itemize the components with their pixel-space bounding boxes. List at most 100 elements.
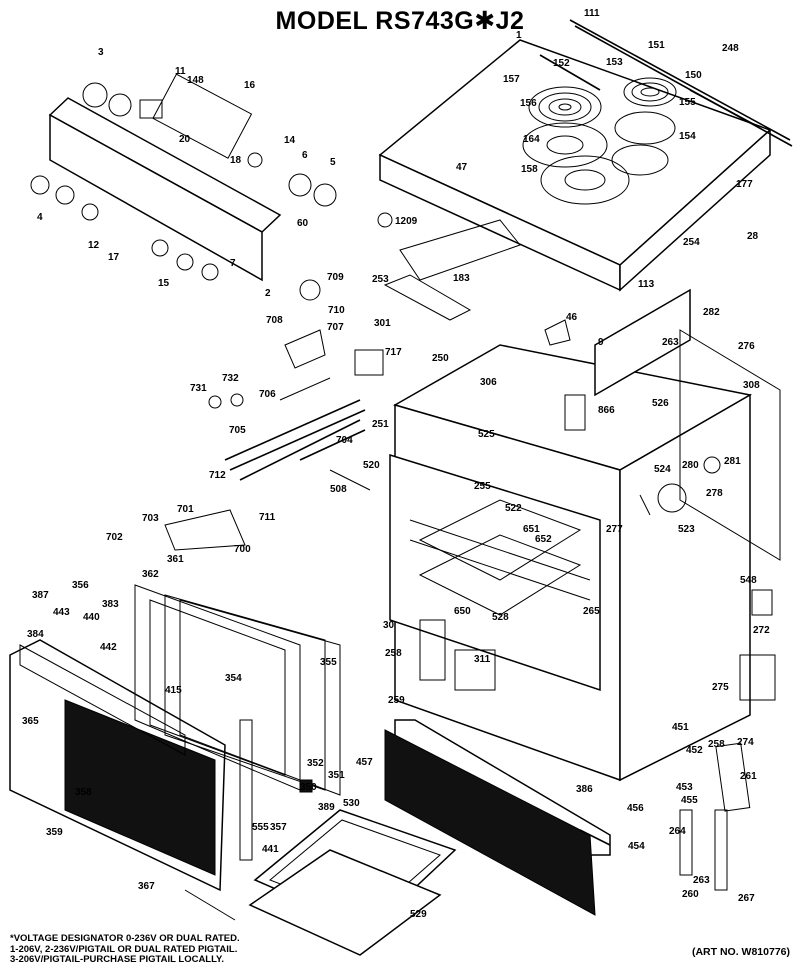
part-label: 350 bbox=[300, 782, 317, 793]
part-label: 306 bbox=[480, 377, 497, 388]
part-label: 150 bbox=[685, 70, 702, 81]
part-label: 259 bbox=[388, 695, 405, 706]
note-line: 1-206V, 2-236V/PIGTAIL OR DUAL RATED PIG… bbox=[10, 943, 238, 955]
part-label: 5 bbox=[330, 157, 336, 168]
part-label: 11 bbox=[175, 66, 186, 77]
part-label: 365 bbox=[22, 716, 39, 727]
part-label: 260 bbox=[682, 889, 699, 900]
part-label: 526 bbox=[652, 398, 669, 409]
part-label: 548 bbox=[740, 575, 757, 586]
part-label: 362 bbox=[142, 569, 159, 580]
part-label: 156 bbox=[520, 98, 537, 109]
part-label: 652 bbox=[535, 534, 552, 545]
part-label: 711 bbox=[259, 512, 276, 523]
part-label: 530 bbox=[343, 798, 360, 809]
part-label: 47 bbox=[456, 162, 468, 173]
part-label: 253 bbox=[372, 274, 389, 285]
part-label: 705 bbox=[229, 425, 246, 436]
part-label: 14 bbox=[284, 135, 296, 146]
part-label: 16 bbox=[244, 80, 256, 91]
part-label: 151 bbox=[648, 40, 665, 51]
part-label: 28 bbox=[747, 231, 759, 242]
part-label: 525 bbox=[478, 429, 495, 440]
part-label: 712 bbox=[209, 470, 226, 481]
misc-small-parts bbox=[184, 212, 728, 921]
part-label: 1 bbox=[516, 30, 522, 41]
part-label: 443 bbox=[53, 607, 70, 618]
cooktop-assembly bbox=[378, 19, 793, 292]
storage-drawer bbox=[384, 719, 611, 916]
part-label: 164 bbox=[523, 134, 540, 145]
part-label: 261 bbox=[740, 771, 757, 782]
rear-and-side-parts bbox=[594, 288, 781, 812]
part-label: 354 bbox=[225, 673, 242, 684]
part-label: 15 bbox=[158, 278, 170, 289]
part-label: 251 bbox=[372, 419, 389, 430]
part-label: 263 bbox=[693, 875, 710, 886]
part-label: 866 bbox=[598, 405, 615, 416]
part-label: 1209 bbox=[395, 216, 418, 227]
part-label: 155 bbox=[679, 97, 696, 108]
part-label: 704 bbox=[336, 435, 353, 446]
part-label: 60 bbox=[297, 218, 309, 229]
part-label: 301 bbox=[374, 318, 391, 329]
part-label: 12 bbox=[88, 240, 100, 251]
part-label: 367 bbox=[138, 881, 155, 892]
part-labels: 111 1 152 151 248 153 157 150 156 155 16… bbox=[22, 8, 770, 920]
part-label: 30 bbox=[383, 620, 395, 631]
part-label: 707 bbox=[327, 322, 344, 333]
part-label: 113 bbox=[638, 279, 655, 290]
part-label: 17 bbox=[108, 252, 120, 263]
part-label: 529 bbox=[410, 909, 427, 920]
part-label: 386 bbox=[576, 784, 593, 795]
oven-body bbox=[389, 344, 753, 782]
part-label: 357 bbox=[270, 822, 287, 833]
part-label: 702 bbox=[106, 532, 123, 543]
part-label: 440 bbox=[83, 612, 100, 623]
part-label: 46 bbox=[566, 312, 578, 323]
part-label: 352 bbox=[307, 758, 324, 769]
part-label: 451 bbox=[672, 722, 689, 733]
part-label: 441 bbox=[262, 844, 279, 855]
part-label: 732 bbox=[222, 373, 239, 384]
part-label: 255 bbox=[474, 481, 491, 492]
part-label: 456 bbox=[627, 803, 644, 814]
part-label: 383 bbox=[102, 599, 119, 610]
part-label: 4 bbox=[37, 212, 43, 223]
part-label: 9 bbox=[598, 337, 604, 348]
part-label: 528 bbox=[492, 612, 509, 623]
part-label: 361 bbox=[167, 554, 184, 565]
part-label: 709 bbox=[327, 272, 344, 283]
part-label: 708 bbox=[266, 315, 283, 326]
slide-rails bbox=[164, 279, 384, 551]
control-panel-assembly bbox=[30, 73, 337, 282]
part-label: 3 bbox=[98, 47, 104, 58]
part-label: 700 bbox=[234, 544, 251, 555]
part-label: 281 bbox=[724, 456, 741, 467]
part-label: 454 bbox=[628, 841, 645, 852]
part-label: 351 bbox=[328, 770, 345, 781]
part-label: 355 bbox=[320, 657, 337, 668]
part-label: 18 bbox=[230, 155, 242, 166]
part-label: 706 bbox=[259, 389, 276, 400]
part-label: 701 bbox=[177, 504, 194, 515]
broiler-pan bbox=[248, 809, 457, 956]
art-number: (ART NO. W810776) bbox=[691, 946, 790, 958]
part-label: 282 bbox=[703, 307, 720, 318]
part-label: 183 bbox=[453, 273, 470, 284]
part-label: 258 bbox=[708, 739, 725, 750]
part-label: 311 bbox=[474, 654, 491, 665]
part-label: 254 bbox=[683, 237, 700, 248]
part-label: 7 bbox=[230, 258, 236, 269]
part-label: 280 bbox=[682, 460, 699, 471]
part-label: 717 bbox=[385, 347, 402, 358]
part-label: 731 bbox=[190, 383, 207, 394]
part-label: 522 bbox=[505, 503, 522, 514]
part-label: 442 bbox=[100, 642, 117, 653]
part-label: 387 bbox=[32, 590, 49, 601]
part-label: 20 bbox=[179, 134, 191, 145]
part-label: 258 bbox=[385, 648, 402, 659]
part-label: 384 bbox=[27, 629, 44, 640]
note-line: *VOLTAGE DESIGNATOR 0-236V OR DUAL RATED… bbox=[10, 933, 240, 944]
part-label: 520 bbox=[363, 460, 380, 471]
